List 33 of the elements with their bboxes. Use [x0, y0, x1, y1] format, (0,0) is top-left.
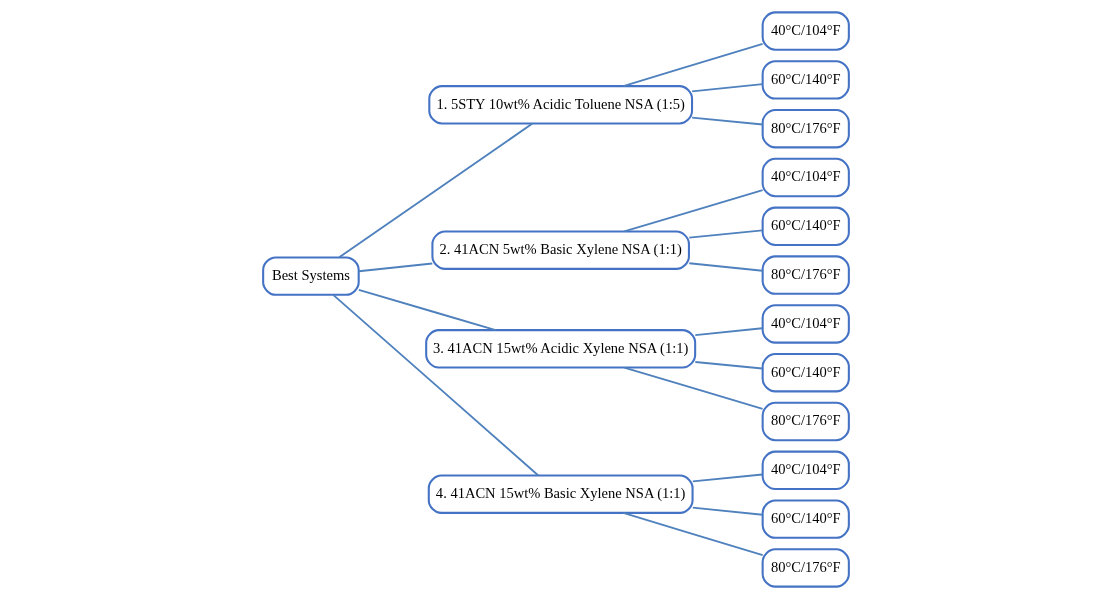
node-box: 1. 5STY 10wt% Acidic Toluene NSA (1:5) — [428, 85, 694, 125]
node-box: 40°C/104°F — [761, 11, 850, 51]
node-box: 60°C/140°F — [761, 60, 850, 100]
connector — [622, 511, 764, 557]
node-box: 40°C/104°F — [761, 450, 850, 491]
connector — [623, 189, 764, 233]
node-box: 40°C/104°F — [761, 157, 850, 198]
node-box: Best Systems — [262, 256, 360, 296]
connector — [688, 229, 764, 239]
connector — [691, 83, 764, 93]
connector — [338, 122, 534, 259]
node-box: 80°C/176°F — [761, 108, 850, 149]
connector — [357, 288, 497, 331]
connector — [691, 473, 764, 483]
connector — [691, 506, 764, 516]
connector — [691, 116, 764, 126]
connector — [623, 366, 764, 410]
node-box: 60°C/140°F — [761, 352, 850, 393]
node-box: 80°C/176°F — [761, 401, 850, 442]
connector — [332, 294, 540, 477]
connector — [357, 262, 434, 273]
connector — [622, 42, 764, 88]
node-box: 80°C/176°F — [761, 255, 850, 295]
connector — [688, 262, 764, 272]
node-box: 60°C/140°F — [761, 499, 850, 539]
node-box: 60°C/140°F — [761, 206, 850, 246]
node-box: 3. 41ACN 15wt% Acidic Xylene NSA (1:1) — [425, 329, 697, 369]
node-box: 2. 41ACN 5wt% Basic Xylene NSA (1:1) — [431, 230, 690, 270]
connector — [694, 327, 764, 337]
node-box: 4. 41ACN 15wt% Basic Xylene NSA (1:1) — [427, 474, 694, 514]
node-box: 80°C/176°F — [761, 548, 850, 588]
node-box: 40°C/104°F — [761, 304, 850, 344]
connector — [694, 361, 764, 370]
